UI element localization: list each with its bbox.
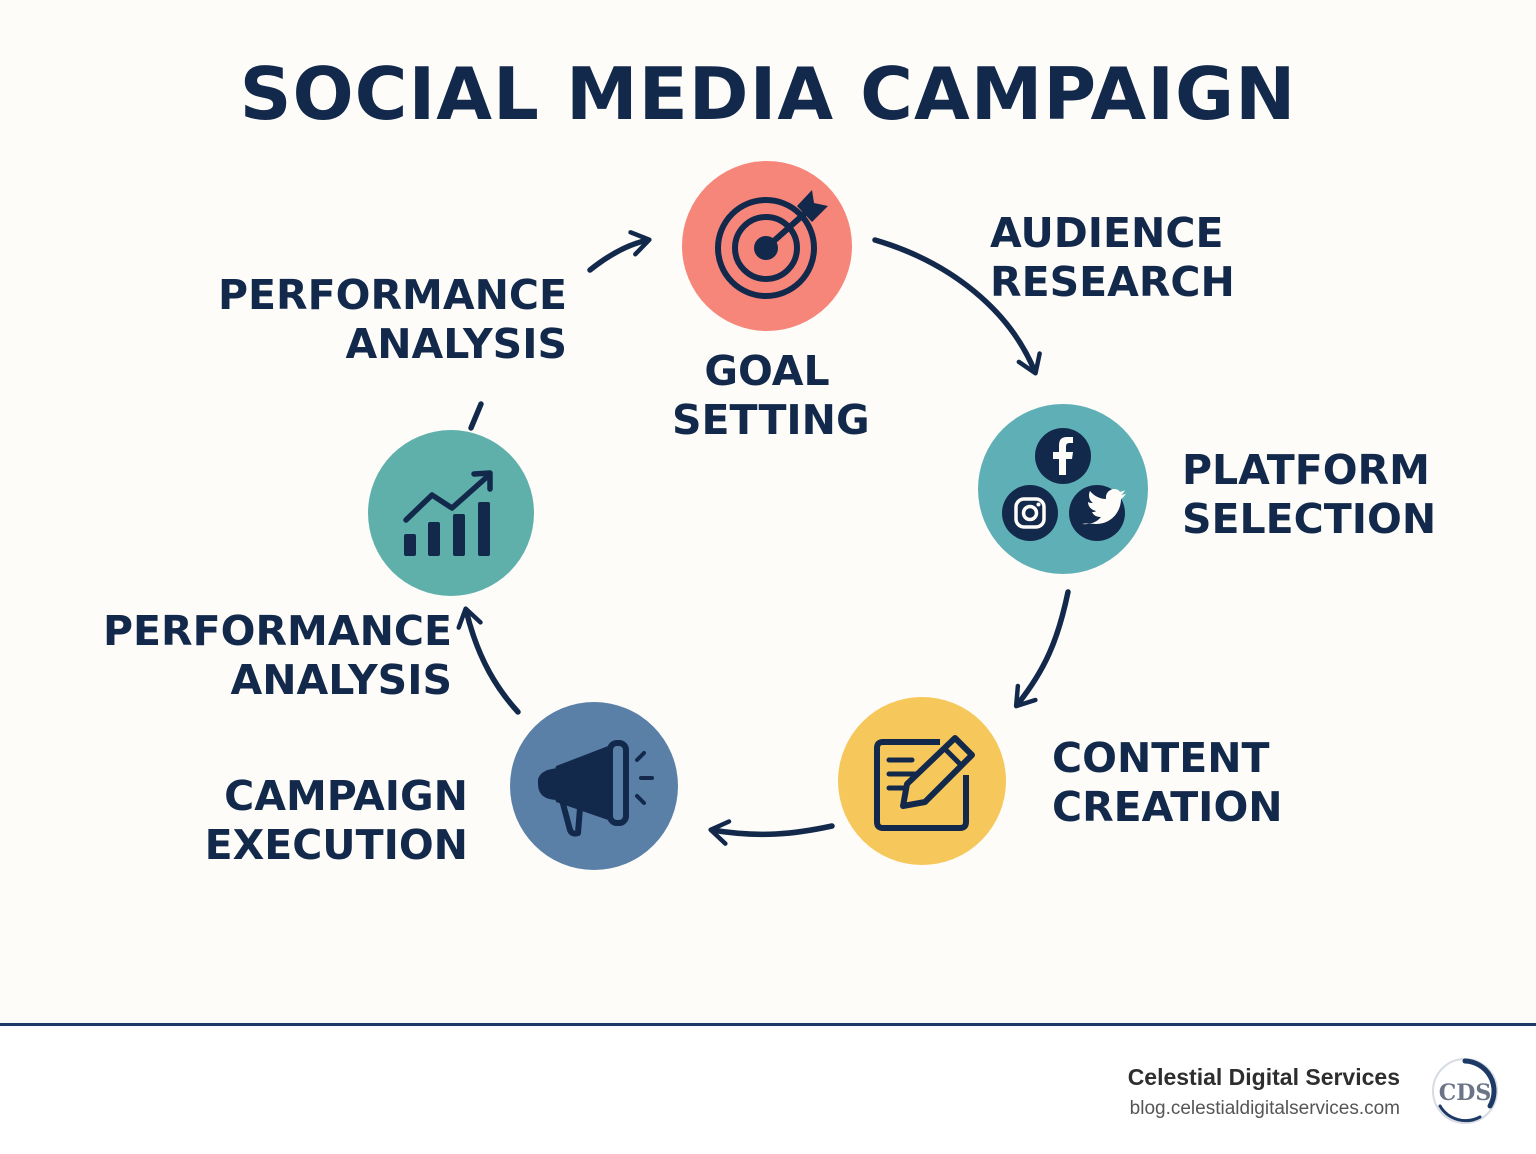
- brand-name: Celestial Digital Services: [1127, 1064, 1400, 1090]
- footer-divider: [0, 1023, 1536, 1026]
- arrow-goal-to-platform: [872, 237, 1042, 376]
- performance-analysis-node: [368, 430, 534, 596]
- twitter-icon: [1069, 485, 1126, 541]
- content-creation-node: [838, 697, 1006, 865]
- goal-setting-node: [682, 161, 852, 331]
- growth-chart-icon: [403, 470, 493, 556]
- brand-logo-icon: CDS: [1432, 1058, 1498, 1124]
- platform-selection-node: [978, 404, 1148, 574]
- arrow-analysis-to-goal: [587, 230, 652, 273]
- facebook-icon: [1035, 428, 1091, 484]
- arrow-execution-to-analysis: [456, 606, 521, 715]
- svg-text:CDS: CDS: [1439, 1080, 1491, 1106]
- brand-url: blog.celestialdigitalservices.com: [1129, 1098, 1400, 1119]
- footer: Celestial Digital Services blog.celestia…: [0, 1026, 1536, 1154]
- arrow-platform-to-content: [1013, 589, 1071, 709]
- megaphone-icon: [537, 740, 654, 837]
- campaign-execution-node: [510, 702, 678, 870]
- arrow-content-to-execution: [708, 819, 835, 846]
- campaign-cycle-diagram: [368, 161, 1148, 870]
- instagram-icon: [1002, 485, 1058, 541]
- target-icon: [715, 190, 828, 299]
- arrow-tick-analysis: [468, 401, 484, 431]
- page-title: SOCIAL MEDIA CAMPAIGN: [239, 52, 1297, 136]
- edit-document-icon: [874, 735, 975, 831]
